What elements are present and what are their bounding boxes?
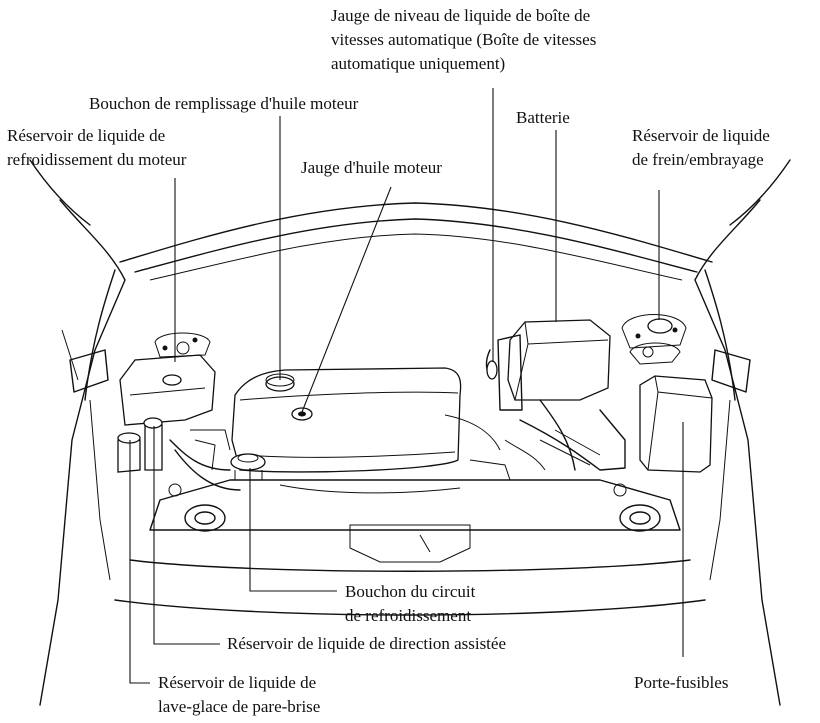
label-washer-reservoir-line1: Réservoir de liquide de bbox=[158, 673, 317, 692]
label-oil-dipstick-line1: Jauge d'huile moteur bbox=[301, 158, 442, 177]
label-washer-reservoir-line2: lave-glace de pare-brise bbox=[158, 697, 321, 716]
label-coolant-reservoir-line1: Réservoir de liquide de bbox=[7, 126, 166, 145]
label-coolant-reservoir: Réservoir de liquide de refroidissement … bbox=[7, 124, 186, 172]
label-brake-clutch-reservoir-line2: de frein/embrayage bbox=[632, 150, 764, 169]
leader-lines bbox=[129, 88, 684, 684]
label-atf-dipstick-line1: Jauge de niveau de liquide de boîte de bbox=[331, 6, 591, 25]
brake-reservoir-drawing bbox=[647, 318, 673, 334]
left-fender bbox=[39, 199, 126, 706]
hood-inner-edge bbox=[134, 218, 698, 273]
label-brake-clutch-reservoir: Réservoir de liquide de frein/embrayage bbox=[632, 124, 770, 172]
washer-reservoir-drawing bbox=[117, 439, 141, 473]
label-atf-dipstick-line3: automatique uniquement) bbox=[331, 54, 506, 73]
label-radiator-cap-line2: de refroidissement bbox=[345, 606, 472, 625]
battery-drawing bbox=[507, 319, 611, 401]
label-fuse-box-line1: Porte-fusibles bbox=[634, 673, 729, 692]
coolant-reservoir-drawing bbox=[119, 354, 216, 426]
label-radiator-cap-line1: Bouchon du circuit bbox=[345, 582, 476, 601]
label-oil-dipstick: Jauge d'huile moteur bbox=[301, 156, 442, 180]
hood-outline bbox=[119, 202, 713, 263]
label-brake-clutch-reservoir-line1: Réservoir de liquide bbox=[632, 126, 770, 145]
fuse-box-drawing bbox=[639, 375, 713, 473]
label-battery: Batterie bbox=[516, 106, 570, 130]
label-coolant-reservoir-line2: refroidissement du moteur bbox=[7, 150, 187, 169]
label-atf-dipstick-line2: vitesses automatique (Boîte de vitesses bbox=[331, 30, 597, 49]
label-washer-reservoir: Réservoir de liquide de lave-glace de pa… bbox=[158, 671, 320, 719]
radiator-support bbox=[149, 479, 681, 531]
engine-cover-drawing bbox=[231, 367, 462, 473]
label-power-steering-reservoir: Réservoir de liquide de direction assist… bbox=[227, 632, 506, 656]
label-power-steering-reservoir-line1: Réservoir de liquide de direction assist… bbox=[227, 634, 506, 653]
label-oil-filler-cap-line1: Bouchon de remplissage d'huile moteur bbox=[89, 94, 359, 113]
label-fuse-box: Porte-fusibles bbox=[634, 671, 728, 695]
label-oil-filler-cap: Bouchon de remplissage d'huile moteur bbox=[89, 92, 358, 116]
label-radiator-cap: Bouchon du circuit de refroidissement bbox=[345, 580, 475, 628]
label-battery-line1: Batterie bbox=[516, 108, 570, 127]
right-fender bbox=[694, 199, 781, 706]
label-atf-dipstick: Jauge de niveau de liquide de boîte de v… bbox=[331, 4, 596, 76]
